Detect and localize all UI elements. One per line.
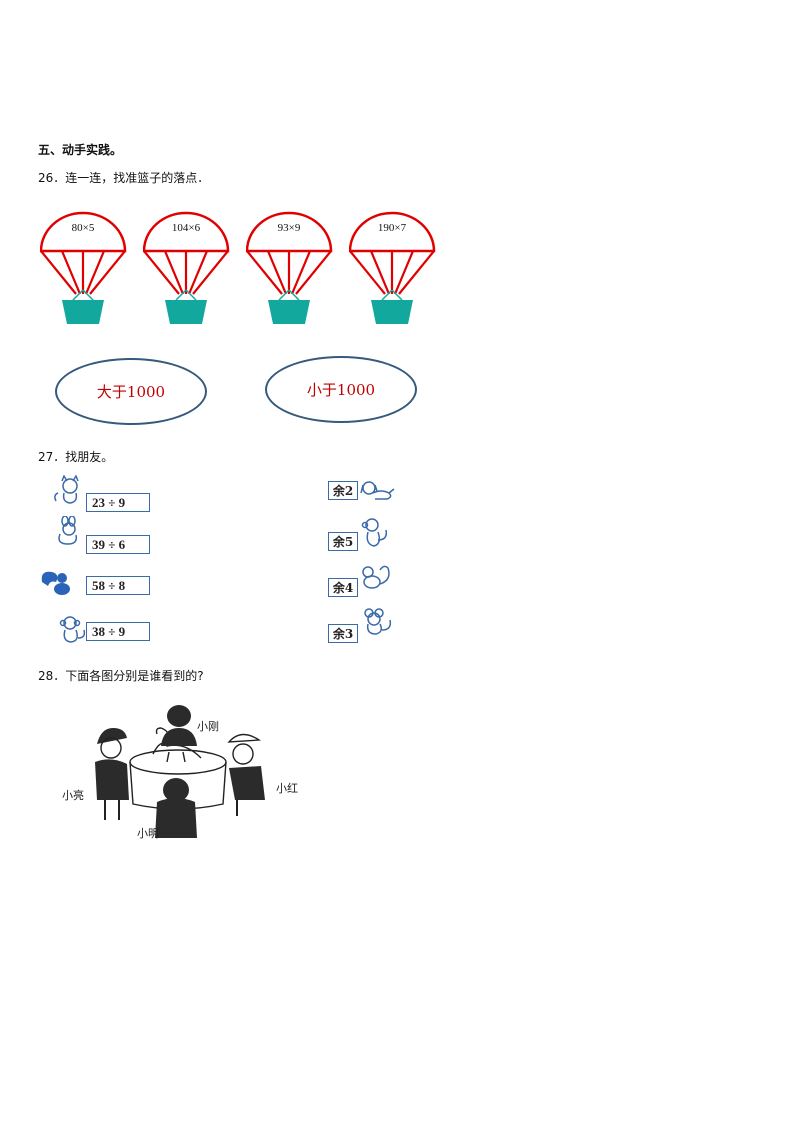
- parachute-expression: 190×7: [377, 222, 407, 234]
- person-top: [161, 705, 197, 746]
- section-title: 五、动手实践。: [38, 143, 123, 157]
- dog-icon: [360, 481, 395, 500]
- remainder-box[interactable]: 余2: [328, 481, 358, 500]
- expression-box[interactable]: 38 ÷ 9: [86, 622, 150, 641]
- monkey-icon: [59, 616, 86, 643]
- target-greater-than-1000[interactable]: 大于1000: [55, 358, 207, 425]
- parachute-basket-icon: [246, 211, 333, 324]
- name-label-top: 小刚: [197, 720, 219, 733]
- target-less-than-1000[interactable]: 小于1000: [265, 356, 417, 423]
- name-label-right: 小红: [276, 782, 298, 795]
- table-scene-illustration: [95, 705, 265, 838]
- parachute-expression: 93×9: [277, 222, 301, 234]
- name-label-left: 小亮: [62, 789, 84, 802]
- remainder-box[interactable]: 余3: [328, 624, 358, 643]
- mouse-icon: [364, 608, 392, 635]
- remainder-box[interactable]: 余4: [328, 578, 358, 597]
- parachute-3[interactable]: 93×9: [246, 206, 336, 336]
- parachute-1[interactable]: 80×5: [40, 206, 130, 336]
- question-26: 26．连一连，找准篮子的落点．: [38, 171, 210, 185]
- parachute-expression: 80×5: [71, 222, 95, 234]
- parachute-4[interactable]: 190×7: [349, 206, 439, 336]
- expression-box[interactable]: 58 ÷ 8: [86, 576, 150, 595]
- squirrel-icon: [41, 571, 70, 595]
- target-label: 大于1000: [96, 383, 166, 401]
- name-label-bottom: 小明: [137, 827, 159, 840]
- expression-box[interactable]: 39 ÷ 6: [86, 535, 150, 554]
- parachute-basket-icon: [349, 211, 436, 324]
- parachute-basket-icon: [40, 211, 127, 324]
- remainder-box[interactable]: 余5: [328, 532, 358, 551]
- question-27: 27．找朋友。: [38, 450, 114, 464]
- rabbit-icon: [58, 516, 78, 545]
- parachute-basket-icon: [143, 211, 230, 324]
- expression-box[interactable]: 23 ÷ 9: [86, 493, 150, 512]
- question-28: 28．下面各图分别是谁看到的?: [38, 669, 204, 683]
- monkey-icon: [361, 518, 388, 547]
- parachute-expression: 104×6: [171, 222, 201, 234]
- parachute-2[interactable]: 104×6: [143, 206, 233, 336]
- target-label: 小于1000: [306, 381, 376, 399]
- squirrel-icon: [362, 565, 390, 589]
- cat-icon: [54, 475, 79, 504]
